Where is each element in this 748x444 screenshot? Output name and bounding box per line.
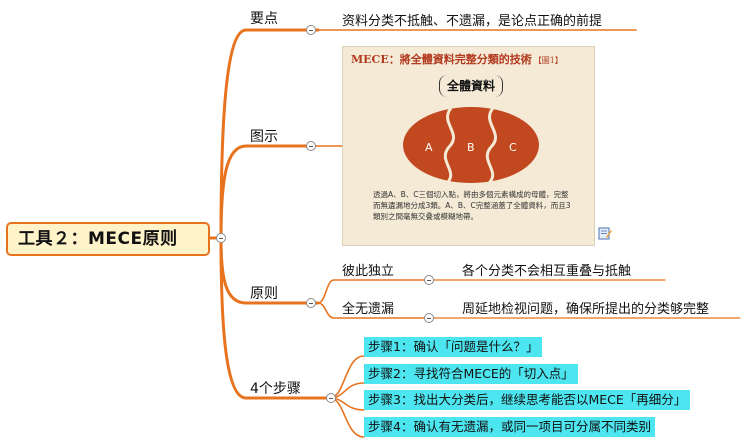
step-4[interactable]: 步骤4：确认有无遗漏，或同一项目可分属不同类别 xyxy=(364,417,655,437)
mece-ellipse-diagram: A B C xyxy=(403,107,539,185)
key-points-collapse-icon[interactable] xyxy=(306,25,316,35)
figure-collapse-icon[interactable] xyxy=(306,141,316,151)
figure-caption: 透過A、B、C三個切入點，將由多個元素構成的母體，完整而無遺漏地分成3類。A、B… xyxy=(373,190,571,221)
key-points-detail[interactable]: 资料分类不抵触、不遗漏，是论点正确的前提 xyxy=(342,14,603,29)
step-3[interactable]: 步骤3：找出大分类后，继续思考能否以MECE「再细分」 xyxy=(364,390,691,410)
figure-tag: 【圖1】 xyxy=(533,56,563,65)
part-c-label: C xyxy=(509,141,517,154)
root-node[interactable]: 工具２：MECE原则 xyxy=(6,222,210,256)
principle-independent-detail[interactable]: 各个分类不会相互重叠与抵触 xyxy=(462,264,632,279)
root-collapse-icon[interactable] xyxy=(216,233,226,243)
topic-steps[interactable]: 4个步骤 xyxy=(250,381,301,397)
part-a-label: A xyxy=(425,141,433,154)
principles-collapse-icon[interactable] xyxy=(306,298,316,308)
principle-exhaustive-detail[interactable]: 周延地检视问题，确保所提出的分类够完整 xyxy=(462,302,710,317)
part-b-label: B xyxy=(467,141,475,154)
topic-principles[interactable]: 原则 xyxy=(250,286,278,302)
mece-figure-image: MECE：將全體資料完整分類的技術【圖1】 全體資料 A B C 透過A、B、C… xyxy=(342,46,595,246)
steps-collapse-icon[interactable] xyxy=(326,393,336,403)
principle-exhaustive[interactable]: 全无遗漏 xyxy=(342,302,395,317)
topic-figure[interactable]: 图示 xyxy=(250,129,278,145)
principle-independent-collapse-icon[interactable] xyxy=(424,275,434,285)
principle-exhaustive-collapse-icon[interactable] xyxy=(424,313,434,323)
root-label: 工具２：MECE原则 xyxy=(18,229,178,249)
figure-heading: 全體資料 xyxy=(439,75,503,97)
figure-title: MECE：將全體資料完整分類的技術【圖1】 xyxy=(351,53,563,66)
principle-independent[interactable]: 彼此独立 xyxy=(342,264,395,279)
step-1[interactable]: 步骤1：确认「问题是什么？」 xyxy=(364,337,543,357)
topic-key-points[interactable]: 要点 xyxy=(250,11,278,27)
note-icon[interactable] xyxy=(598,226,612,240)
step-2[interactable]: 步骤2：寻找符合MECE的「切入点」 xyxy=(364,364,578,384)
